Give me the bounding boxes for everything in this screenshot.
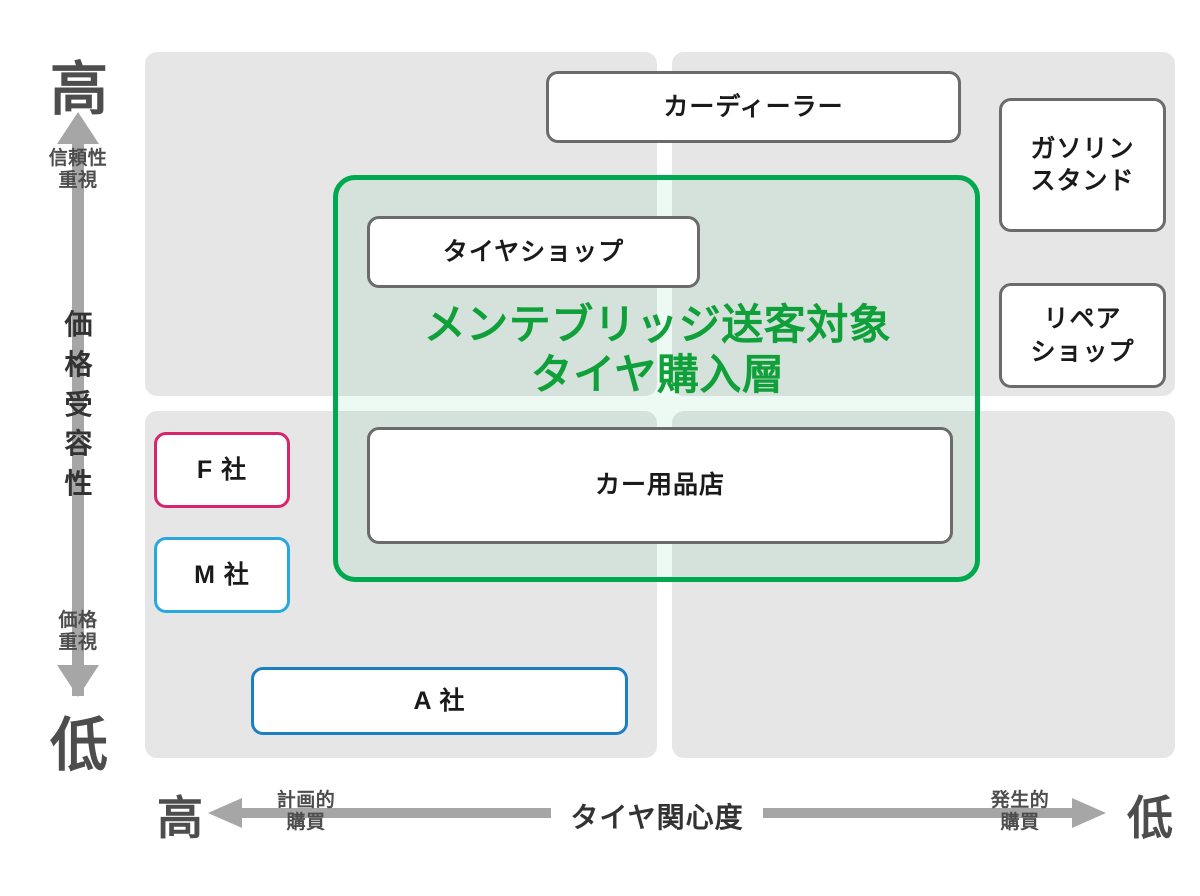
y-axis-caption-top: 信頼性 重視 <box>30 148 126 192</box>
y-axis-up-arrow-icon <box>57 112 99 144</box>
x-axis-right-label: 低 <box>1127 792 1173 844</box>
y-axis-line <box>72 140 84 696</box>
y-axis-caption-top-line2: 重視 <box>58 169 98 191</box>
y-axis-title-char2: 格 <box>64 348 94 380</box>
box-repair-shop-label-line2: ショップ <box>1030 337 1135 366</box>
box-car-dealer: カーディーラー <box>546 71 961 143</box>
x-axis-caption-right: 発生的 購買 <box>960 790 1080 834</box>
y-axis-top-label: 高 <box>49 57 108 122</box>
x-axis-caption-left-line1: 計画的 <box>276 790 336 811</box>
y-axis-title-char4: 容 <box>64 428 94 460</box>
y-axis-caption-bottom-line2: 重視 <box>58 631 98 653</box>
box-car-parts-store-label: カー用品店 <box>594 471 725 500</box>
highlight-region-label: メンテブリッジ送客対象 タイヤ購入層 <box>345 300 970 399</box>
y-axis-title: 価 格 受 容 性 <box>58 305 100 504</box>
x-axis-title: タイヤ関心度 <box>570 802 744 833</box>
box-gas-station-label-line2: スタンド <box>1030 167 1135 195</box>
box-gas-station: ガソリン スタンド <box>999 98 1166 232</box>
box-car-dealer-label: カーディーラー <box>663 92 844 121</box>
x-axis-left-arrow-icon <box>208 798 242 828</box>
box-company-f: F 社 <box>154 432 290 508</box>
x-axis-caption-right-line2: 購買 <box>1000 811 1040 833</box>
box-company-m-label: M 社 <box>194 560 250 589</box>
box-company-a: A 社 <box>251 667 628 735</box>
x-axis-right-arrow-icon <box>1072 798 1106 828</box>
y-axis-caption-bottom-line1: 価格 <box>58 610 98 631</box>
y-axis-title-char3: 受 <box>64 388 94 420</box>
x-axis-caption-left: 計画的 購買 <box>246 790 366 834</box>
box-company-a-label: A 社 <box>413 686 466 715</box>
x-axis-left-label: 高 <box>157 792 203 844</box>
y-axis-caption-top-line1: 信頼性 <box>48 148 108 169</box>
y-axis-title-char1: 価 <box>64 309 94 340</box>
box-company-f-label: F 社 <box>196 455 248 484</box>
box-repair-shop: リペア ショップ <box>999 283 1166 388</box>
y-axis-down-arrow-icon <box>57 665 99 697</box>
x-axis-line-right <box>763 808 1073 818</box>
box-tire-shop-label: タイヤショップ <box>442 237 625 266</box>
y-axis-caption-bottom: 価格 重視 <box>30 610 126 654</box>
x-axis-line-left <box>241 808 551 818</box>
x-axis-caption-right-line1: 発生的 <box>990 790 1050 811</box>
box-car-parts-store: カー用品店 <box>367 427 953 544</box>
box-company-m: M 社 <box>154 537 290 613</box>
box-tire-shop: タイヤショップ <box>367 216 700 288</box>
y-axis-bottom-label: 低 <box>49 713 108 778</box>
highlight-label-line2: タイヤ購入層 <box>530 350 785 398</box>
box-gas-station-label-line1: ガソリン <box>1030 134 1135 163</box>
highlight-label-line1: メンテブリッジ送客対象 <box>423 301 892 348</box>
box-repair-shop-label-line1: リペア <box>1043 305 1122 333</box>
x-axis-caption-left-line2: 購買 <box>286 811 326 833</box>
y-axis-title-char5: 性 <box>64 468 94 499</box>
